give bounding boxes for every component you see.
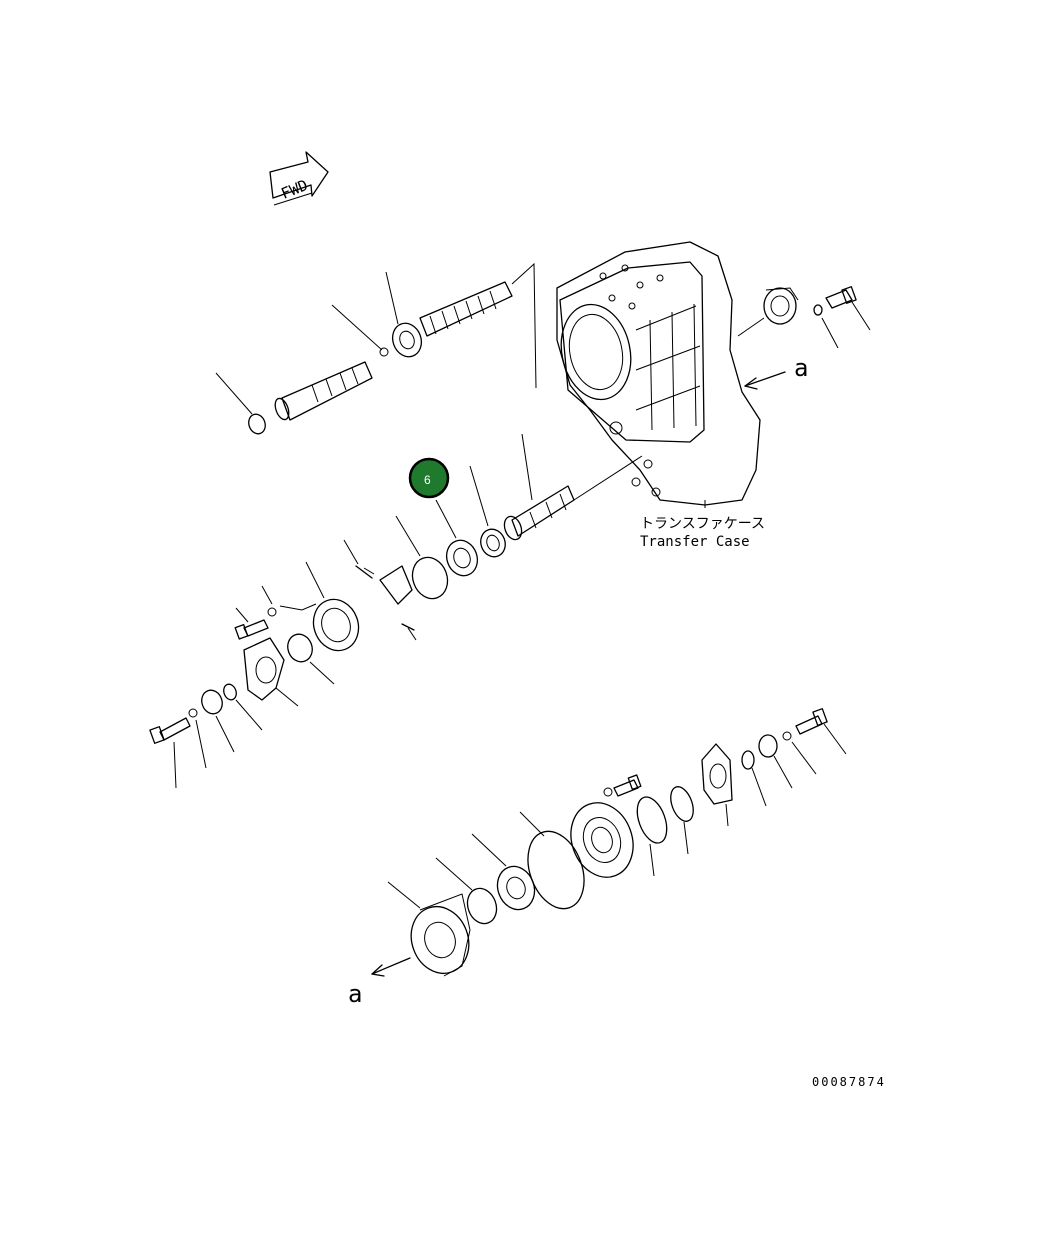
transfer-case-label-en: Transfer Case — [640, 534, 750, 550]
output-shaft-group: 6 — [149, 433, 643, 789]
transfer-case-label-jp: トランスファケース — [640, 516, 765, 532]
input-shaft-group — [215, 262, 537, 435]
callout-badge[interactable] — [408, 457, 450, 499]
view-mark-lower: a — [348, 980, 362, 1008]
fwd-label: FWD — [278, 176, 310, 203]
view-mark-upper: a — [794, 354, 808, 382]
transfer-case-housing — [556, 241, 761, 508]
callout-number: 6 — [424, 473, 431, 487]
fwd-arrow-icon: FWD — [269, 151, 329, 206]
lower-gear-group: a — [348, 708, 847, 1008]
upper-right-cover-group: a — [737, 286, 871, 390]
drawing-number: 00087874 — [812, 1075, 886, 1089]
